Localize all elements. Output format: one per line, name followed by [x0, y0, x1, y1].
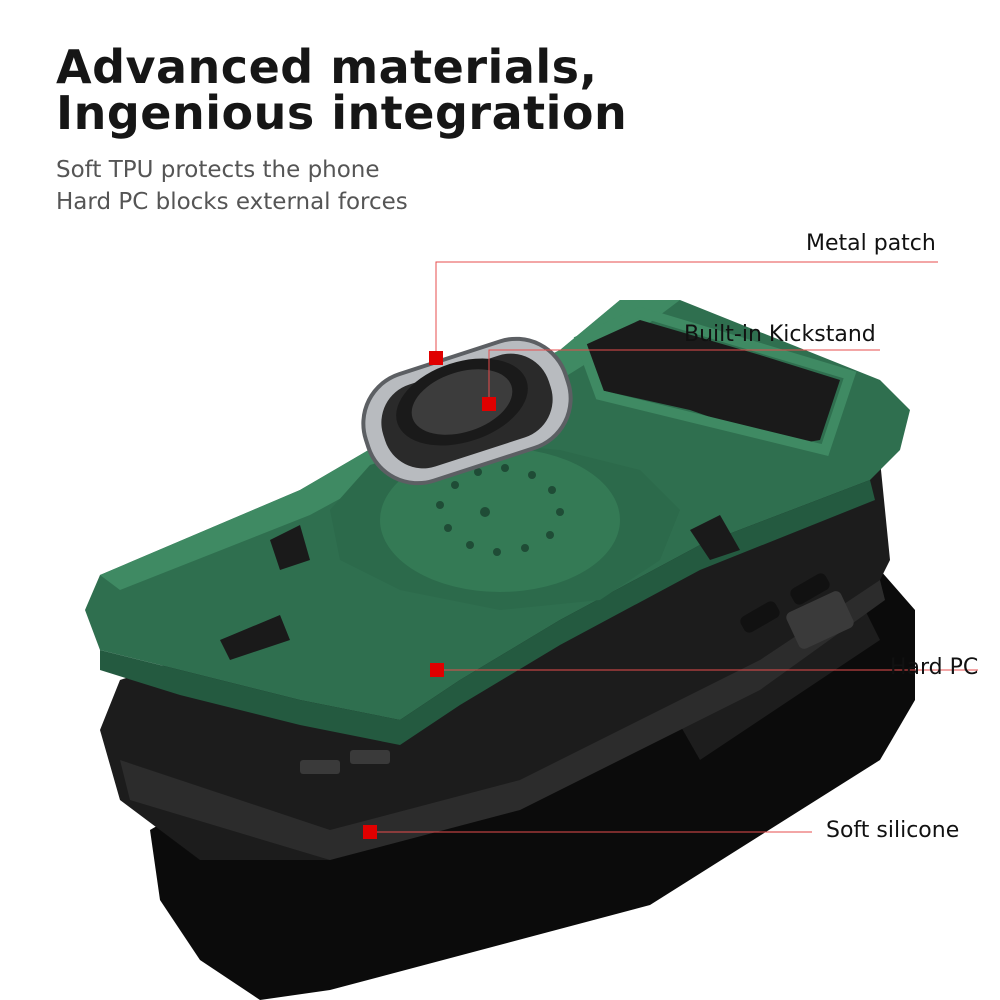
headline: Advanced materials, Ingenious integratio… [56, 44, 627, 136]
subtitle: Soft TPU protects the phone Hard PC bloc… [56, 154, 408, 218]
subtitle-line-1: Soft TPU protects the phone [56, 157, 380, 183]
disc-dots [436, 464, 564, 556]
magnetic-disc [380, 448, 620, 592]
shell-cutouts [220, 515, 740, 660]
callout-label-metal-patch: Metal patch [806, 231, 936, 256]
silicone-bumper-edge [120, 580, 885, 860]
callout-label-soft-silicone: Soft silicone [826, 818, 960, 843]
bumper-grip-dots [300, 591, 854, 774]
marker-hard-pc [430, 663, 444, 677]
ring-kickstand [361, 336, 573, 486]
headline-line-2: Ingenious integration [56, 86, 628, 140]
callout-markers [363, 351, 496, 839]
camera-cutout [585, 320, 840, 445]
subtitle-line-2: Hard PC blocks external forces [56, 189, 408, 215]
camera-frame [573, 306, 857, 456]
marker-soft-silicone [363, 825, 377, 839]
callout-label-hard-pc: Hard PC [890, 655, 979, 680]
marker-metal-patch [429, 351, 443, 365]
callout-label-kickstand: Built-in Kickstand [684, 322, 876, 347]
side-buttons [740, 573, 830, 633]
callout-lines [370, 261, 978, 833]
marker-kickstand [482, 397, 496, 411]
callout-line-kickstand [488, 349, 880, 404]
callout-line-metal-patch [435, 261, 938, 358]
headline-line-1: Advanced materials, [56, 40, 598, 94]
